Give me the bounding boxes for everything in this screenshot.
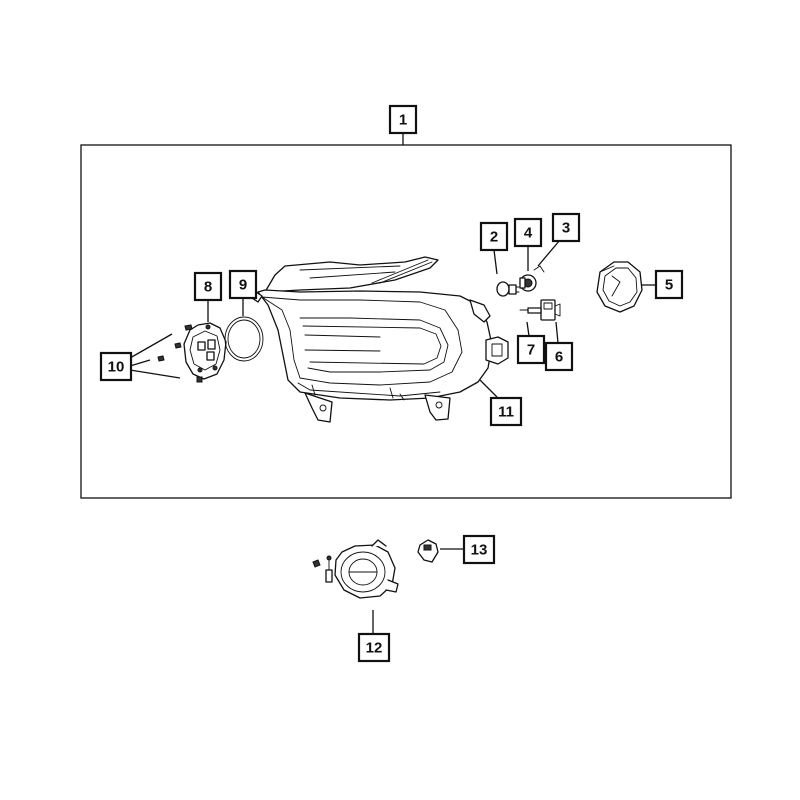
callout-6: 6 [544,341,574,372]
callout-12-label: 12 [366,640,383,657]
gasket-ring-inner [227,319,261,359]
callout-12: 12 [357,632,391,663]
access-cover [183,322,227,380]
fog-lamp [334,539,399,599]
leader-7 [526,321,530,337]
leader-10a [129,333,173,359]
gasket-ring [224,316,264,362]
callout-7: 7 [516,334,546,365]
callout-8: 8 [193,271,223,302]
leader-2 [493,249,498,275]
callout-4: 4 [513,217,543,248]
callout-3: 3 [551,212,581,243]
callout-8-label: 8 [204,279,212,296]
callout-6-label: 6 [555,349,563,366]
callout-1: 1 [388,104,418,135]
screws [157,324,203,383]
turn-signal-bulb [496,281,520,297]
leader-10b [129,359,151,367]
assembly-frame [80,144,732,499]
callout-10: 10 [99,351,133,382]
leader-10c [129,369,181,379]
callout-11: 11 [489,396,523,427]
headlamp-housing [251,256,509,423]
callout-9: 9 [228,269,258,300]
callout-3-label: 3 [562,220,570,237]
callout-10-label: 10 [108,359,125,376]
callout-5-label: 5 [665,277,673,294]
callout-11-label: 11 [498,404,514,421]
headlamp-dust-cap [596,261,643,313]
callout-5: 5 [654,269,684,300]
leader-3 [537,239,561,267]
callout-4-label: 4 [524,225,533,242]
leader-11 [479,379,498,398]
hid-bulb [519,299,561,321]
fog-lamp-bulb [417,539,439,563]
leader-6 [555,321,559,344]
callout-9-label: 9 [239,277,247,294]
retainer-clip [533,265,545,273]
callout-1-label: 1 [399,112,407,129]
callout-13: 13 [462,534,496,565]
callout-7-label: 7 [527,342,535,359]
fog-lamp-screws [312,555,333,583]
callout-2-label: 2 [490,229,498,246]
callout-2: 2 [479,221,509,252]
bulb-socket [519,274,537,292]
callout-13-label: 13 [471,542,488,559]
